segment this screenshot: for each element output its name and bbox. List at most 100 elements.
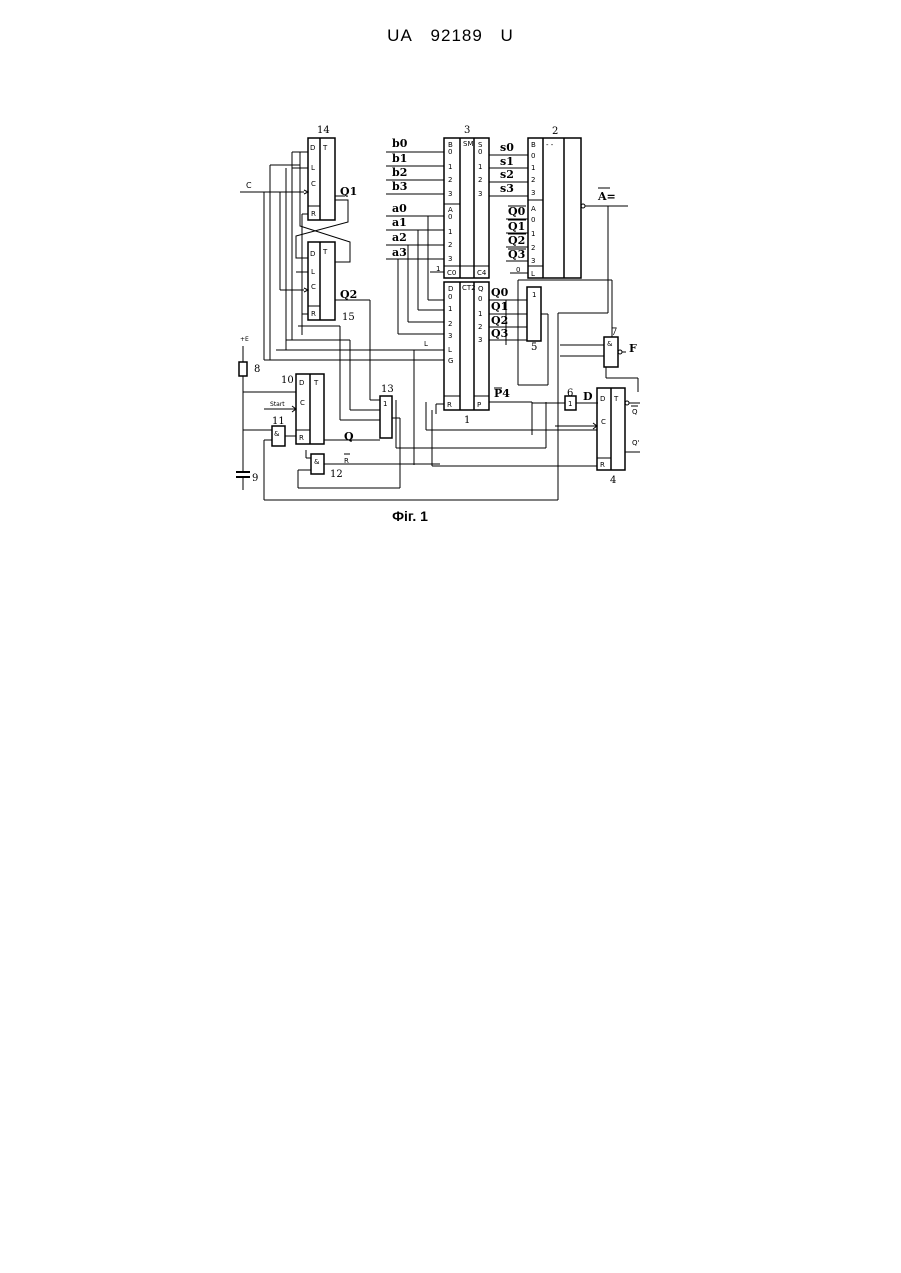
- svg-text:2: 2: [478, 176, 482, 184]
- svg-text:R: R: [311, 310, 316, 318]
- svg-text:1: 1: [448, 163, 452, 171]
- s-outputs: s0 s1 s2 s3: [489, 141, 528, 196]
- counter-q0: Q0: [491, 286, 509, 299]
- svg-text:3: 3: [531, 189, 535, 197]
- capacitor-9: 9: [236, 472, 258, 490]
- svg-text:1: 1: [478, 310, 482, 318]
- svg-text:2: 2: [448, 320, 452, 328]
- svg-text:0: 0: [531, 152, 535, 160]
- resistor-8: +E 8: [239, 336, 260, 472]
- svg-text:0: 0: [448, 148, 452, 156]
- label-11: 11: [272, 416, 285, 427]
- svg-text:0: 0: [478, 295, 482, 303]
- svg-text:D: D: [600, 395, 605, 403]
- gate-11: & 11: [264, 416, 296, 500]
- label-sm: SM: [463, 140, 473, 148]
- counter-q-outputs: Q0 Q1 Q2 Q3: [489, 286, 509, 345]
- svg-text:D: D: [299, 379, 304, 387]
- svg-text:3: 3: [448, 332, 452, 340]
- signal-d: D: [583, 390, 593, 403]
- signal-start: Start: [270, 401, 285, 408]
- gate-13: 1 13: [380, 384, 400, 438]
- trigger-10: D T C R 10 Start: [264, 374, 324, 444]
- block2-q3: Q3: [508, 248, 525, 261]
- input-a3: a3: [392, 246, 407, 259]
- gate-12: & 12 R: [298, 418, 440, 488]
- svg-text:0: 0: [531, 216, 535, 224]
- signal-plus-e: +E: [240, 336, 249, 343]
- svg-text:L: L: [311, 164, 315, 172]
- block2-q0: Q0: [508, 205, 526, 218]
- input-a1: a1: [392, 216, 407, 229]
- svg-text:C: C: [300, 399, 305, 407]
- svg-text:&: &: [607, 340, 613, 348]
- svg-text:B: B: [531, 141, 536, 149]
- output-s3: s3: [500, 182, 514, 195]
- label-10: 10: [281, 375, 294, 386]
- svg-text:R: R: [600, 461, 605, 469]
- signal-q2: Q2: [340, 288, 357, 301]
- input-b0: b0: [392, 137, 408, 150]
- svg-text:1: 1: [532, 291, 536, 299]
- svg-text:D: D: [310, 250, 315, 258]
- svg-text:D: D: [310, 144, 315, 152]
- svg-text:2: 2: [478, 323, 482, 331]
- gate-7: & 7 F: [560, 280, 638, 392]
- svg-text:3: 3: [478, 336, 482, 344]
- signal-q1: Q1: [340, 185, 357, 198]
- svg-text:3: 3: [448, 190, 452, 198]
- input-a2: a2: [392, 231, 407, 244]
- svg-text:1: 1: [448, 228, 452, 236]
- input-a0: a0: [392, 202, 407, 215]
- input-b3: b3: [392, 180, 407, 193]
- trigger-15: D T L C R 15: [308, 242, 355, 323]
- svg-text:C0: C0: [447, 269, 456, 277]
- label-9: 9: [252, 473, 258, 484]
- block2-q2: Q2: [508, 234, 525, 247]
- svg-text:0: 0: [478, 148, 482, 156]
- svg-text:C: C: [311, 283, 316, 291]
- signal-f: F: [629, 342, 637, 355]
- svg-text:G: G: [448, 357, 453, 365]
- svg-text:2: 2: [531, 244, 535, 252]
- block2-q1: Q1: [508, 220, 525, 233]
- svg-text:1: 1: [383, 400, 387, 408]
- label-15: 15: [342, 312, 355, 323]
- svg-text:T: T: [322, 248, 328, 256]
- label-6: 6: [567, 388, 573, 399]
- figure-caption: Фіг. 1: [0, 508, 820, 524]
- svg-text:C4: C4: [477, 269, 487, 277]
- svg-text:L: L: [448, 346, 452, 354]
- block-2: B 0 1 2 3 A 0 1 2 3 L - - 2: [528, 126, 581, 278]
- label-1: 1: [464, 415, 470, 426]
- label-5: 5: [531, 342, 537, 353]
- signal-q-bar: Q: [632, 408, 638, 416]
- svg-text:3: 3: [478, 190, 482, 198]
- svg-text:&: &: [314, 458, 320, 466]
- label-ct2: CT2: [462, 284, 476, 292]
- label-14: 14: [317, 125, 330, 136]
- svg-text:R: R: [447, 401, 452, 409]
- label-8: 8: [254, 364, 260, 375]
- svg-text:1: 1: [448, 305, 452, 313]
- label-2: 2: [552, 126, 558, 137]
- svg-text:1: 1: [531, 230, 535, 238]
- element-6: 1 6 D: [532, 388, 598, 410]
- svg-text:2: 2: [448, 176, 452, 184]
- svg-text:R: R: [299, 434, 304, 442]
- trigger-14: D T L C R 14: [308, 125, 335, 220]
- counter-1: CT2 D 0 1 2 3 L G R Q 0 1 2 3 P 1: [444, 282, 489, 426]
- output-s0: s0: [500, 141, 514, 154]
- svg-text:T: T: [613, 395, 619, 403]
- svg-text:1: 1: [568, 400, 572, 408]
- svg-text:0: 0: [448, 293, 452, 301]
- svg-text:D: D: [448, 285, 453, 293]
- svg-text:T: T: [313, 379, 319, 387]
- label-13: 13: [381, 384, 394, 395]
- input-b2: b2: [392, 166, 407, 179]
- signal-c: C: [246, 181, 252, 190]
- svg-text:C: C: [601, 418, 606, 426]
- svg-text:P: P: [477, 401, 481, 409]
- input-b1: b1: [392, 152, 407, 165]
- svg-text:2: 2: [448, 241, 452, 249]
